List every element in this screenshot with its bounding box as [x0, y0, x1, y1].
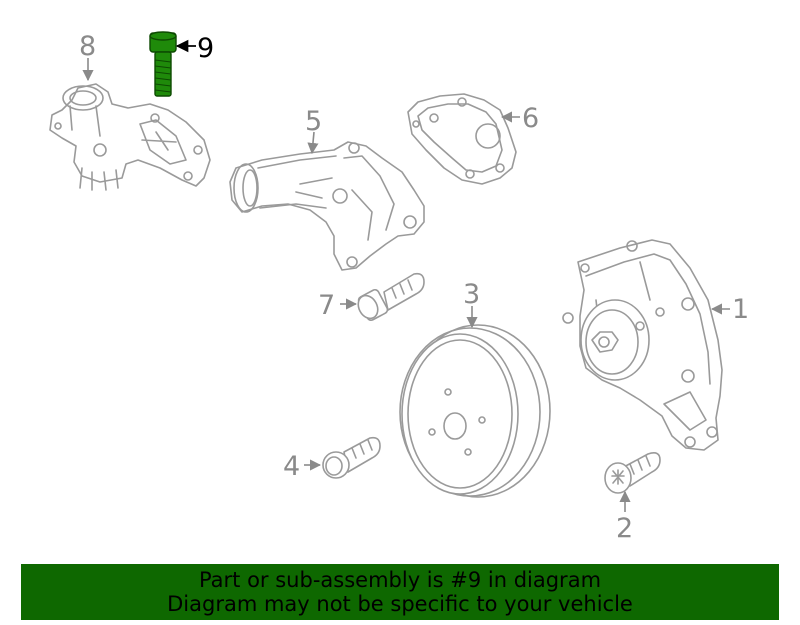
callout-3[interactable]: 3	[463, 279, 480, 310]
callout-9[interactable]: 9	[197, 33, 214, 64]
callout-5[interactable]: 5	[305, 106, 322, 137]
callout-4[interactable]: 4	[283, 451, 300, 482]
parts-diagram: 8 9 5 6 7	[49, 31, 749, 544]
part-5-water-inlet-housing[interactable]	[229, 141, 425, 271]
banner-line-1: Part or sub-assembly is #9 in diagram	[198, 568, 602, 592]
callout-7[interactable]: 7	[318, 290, 335, 321]
part-6-gasket[interactable]	[407, 93, 517, 185]
banner-line-2: Diagram may not be specific to your vehi…	[167, 592, 633, 616]
callout-6[interactable]: 6	[522, 103, 539, 134]
part-9-bolt-highlighted[interactable]	[149, 31, 177, 97]
callout-8[interactable]: 8	[79, 31, 96, 62]
leader-5	[307, 131, 319, 155]
callout-1[interactable]: 1	[732, 294, 749, 325]
part-7-bolt[interactable]	[354, 272, 425, 322]
info-banner: Part or sub-assembly is #9 in diagram Di…	[21, 564, 779, 620]
part-2-screw[interactable]	[604, 452, 661, 494]
part-1-water-pump[interactable]	[562, 239, 723, 451]
callout-2[interactable]: 2	[616, 513, 633, 544]
part-8-thermostat-housing[interactable]	[49, 83, 211, 191]
part-4-bolt[interactable]	[322, 436, 381, 479]
part-3-pulley[interactable]	[399, 324, 551, 498]
